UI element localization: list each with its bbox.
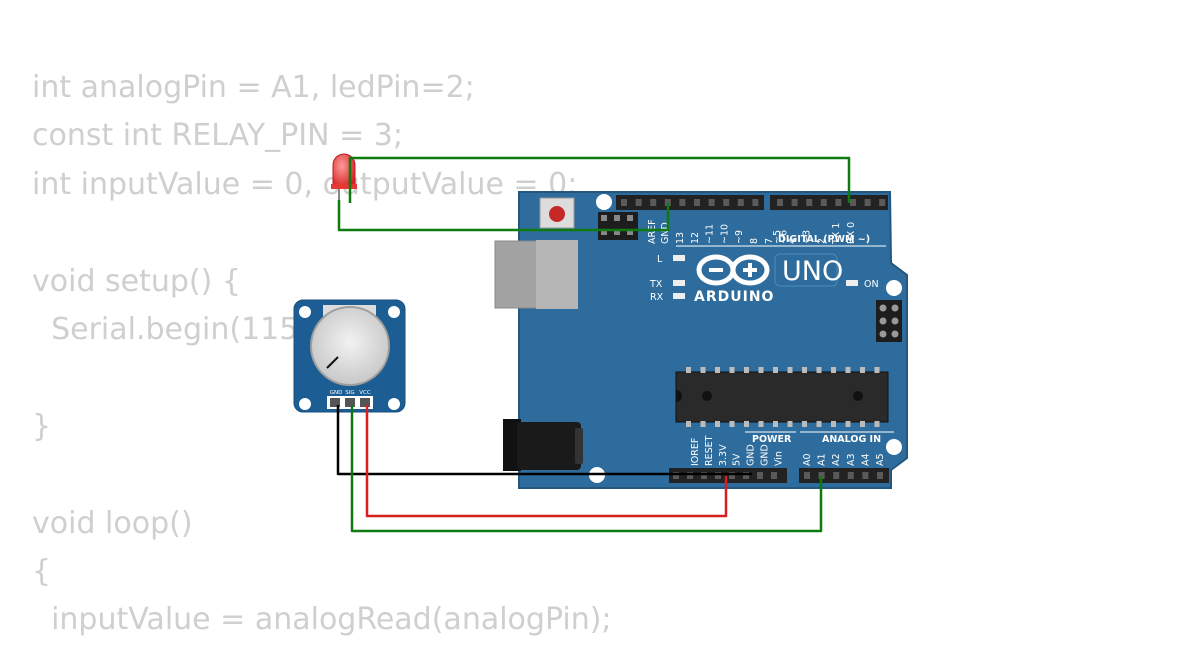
atmega-chip — [675, 367, 889, 427]
analog-pin-label: A3 — [846, 453, 857, 466]
digital-pin-label: TX 1 — [831, 223, 842, 245]
digital-pin-label: 8 — [749, 238, 760, 244]
onboard-leds: L TX RX ON — [649, 254, 879, 303]
power-pin-label: RESET — [704, 435, 715, 466]
mounting-hole — [886, 439, 902, 455]
pot-pin-vcc: VCC — [359, 390, 371, 396]
digital-section-label: DIGITAL (PWM ~) — [778, 234, 870, 245]
icsp-header-right — [876, 300, 902, 342]
digital-pin-label: 2 — [816, 238, 827, 244]
mounting-hole — [596, 194, 612, 210]
digital-header-left — [616, 195, 764, 210]
code-line: { — [32, 553, 52, 589]
power-pin-label: 3.3V — [718, 444, 729, 466]
analog-pin-label: A2 — [831, 453, 842, 466]
analog-pin-label: A1 — [817, 453, 828, 466]
svg-text:RX: RX — [650, 292, 664, 303]
code-line: const int RELAY_PIN = 3; — [32, 118, 403, 154]
on-led-label: ON — [864, 279, 879, 290]
red-led[interactable] — [331, 153, 357, 203]
analog-header — [799, 468, 889, 483]
digital-pin-label: 4 — [787, 238, 798, 244]
svg-text:TX: TX — [649, 279, 663, 290]
power-pin-label: 5V — [732, 453, 743, 466]
icsp-header-top — [598, 212, 638, 240]
pot-pin-sig: SIG — [345, 390, 354, 396]
digital-pin-label: ~3 — [802, 230, 813, 244]
digital-pin-label: GND — [660, 222, 671, 244]
digital-header-right — [770, 195, 888, 210]
analog-section-label: ANALOG IN — [822, 434, 881, 445]
potentiometer-knob[interactable] — [310, 306, 390, 386]
digital-pin-label: AREF — [647, 219, 658, 244]
power-jack — [503, 419, 521, 471]
code-line: int analogPin = A1, ledPin=2; — [32, 70, 475, 105]
analog-pin-label: A5 — [875, 453, 886, 466]
code-line: void loop() — [32, 505, 193, 541]
digital-pin-label: ~11 — [705, 224, 716, 244]
analog-pin-label: A0 — [802, 453, 813, 466]
potentiometer-module[interactable]: GND SIG VCC — [293, 299, 406, 413]
power-pin-label: Vin — [773, 451, 784, 466]
power-pin-label: IOREF — [690, 438, 701, 466]
code-background: int analogPin = A1, ledPin=2; const int R… — [32, 64, 612, 645]
digital-pin-label: ~10 — [719, 224, 730, 244]
power-pin-label: GND — [760, 444, 771, 466]
digital-pin-label: 13 — [675, 232, 686, 244]
bottom-pin-sockets — [673, 472, 883, 479]
wire-pot-gnd-to-board-gnd — [336, 405, 752, 476]
digital-pin-label: ~9 — [734, 230, 745, 244]
wires — [336, 156, 851, 533]
power-header — [669, 468, 787, 483]
wire-led-anode-to-pin2 — [348, 156, 851, 203]
model-label: UNO — [782, 256, 843, 287]
digital-pin-sockets — [621, 199, 886, 206]
digital-pin-label: 12 — [690, 232, 701, 244]
mounting-hole — [886, 280, 902, 296]
code-line: void setup() { — [32, 263, 241, 299]
brand-label: ARDUINO — [694, 289, 774, 305]
wire-led-cathode-to-gnd — [337, 200, 670, 232]
reset-button[interactable] — [539, 197, 575, 229]
digital-pin-label: ~6 — [779, 230, 790, 244]
analog-pin-label: A4 — [860, 453, 871, 466]
power-pin-label: GND — [746, 444, 757, 466]
digital-pin-label: 7 — [764, 238, 775, 244]
svg-text:L: L — [657, 254, 663, 265]
wire-pot-vcc-to-5v — [365, 405, 728, 518]
digital-pin-label: RX 0 — [846, 222, 857, 244]
wire-pot-sig-to-a1 — [350, 405, 823, 533]
pot-pin-gnd: GND — [330, 390, 343, 396]
power-section-label: POWER — [752, 434, 792, 445]
knob-indicator — [326, 356, 339, 369]
code-line: } — [32, 408, 52, 444]
arduino-logo: ARDUINO UNO — [694, 253, 843, 305]
digital-pin-label: ~5 — [772, 230, 783, 244]
